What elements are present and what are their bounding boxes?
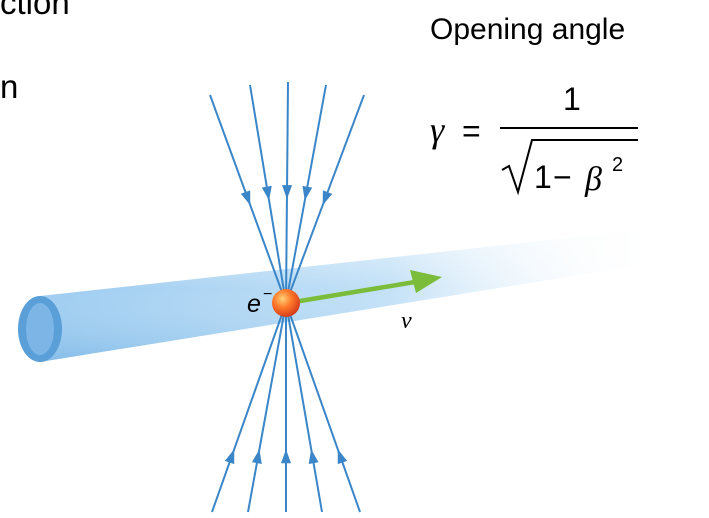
field-lines: [209, 81, 365, 513]
lorentz-factor-formula: γ = 1 1 − β 2: [430, 81, 638, 198]
electron-particle: [272, 289, 300, 317]
formula-equals: =: [462, 113, 481, 149]
cropped-text-middle: n: [0, 68, 19, 105]
formula-beta: β: [584, 161, 602, 198]
field-line-bottom: [285, 302, 323, 513]
electron-charge: −: [263, 286, 272, 303]
cropped-text-top: ction: [0, 0, 70, 21]
field-line-arrowhead: [322, 190, 333, 206]
field-line-bottom: [211, 302, 287, 513]
square-root-sign: [501, 139, 638, 196]
field-line-arrowhead: [240, 190, 251, 206]
field-line-arrowhead: [281, 449, 291, 464]
formula-exponent: 2: [612, 154, 623, 176]
field-line-arrowhead: [224, 449, 235, 465]
field-line-arrowhead: [251, 449, 262, 464]
electron-label: e: [247, 290, 261, 318]
formula-gamma: γ: [430, 110, 445, 150]
velocity-label: v: [401, 308, 412, 334]
velocity-arrow: [297, 270, 442, 304]
formula-numerator: 1: [563, 81, 581, 117]
velocity-arrowhead: [410, 270, 442, 293]
formula-one: 1: [534, 159, 552, 195]
field-line-arrowhead: [302, 185, 313, 201]
field-line-arrowhead: [261, 185, 272, 201]
field-line-bottom: [247, 302, 287, 513]
opening-angle-title: Opening angle: [430, 13, 626, 46]
field-line-bottom: [285, 302, 361, 513]
field-line-arrowhead: [308, 449, 319, 464]
field-line-arrowhead: [337, 449, 348, 465]
formula-minus: −: [553, 159, 572, 195]
field-line-arrowhead: [282, 185, 293, 200]
